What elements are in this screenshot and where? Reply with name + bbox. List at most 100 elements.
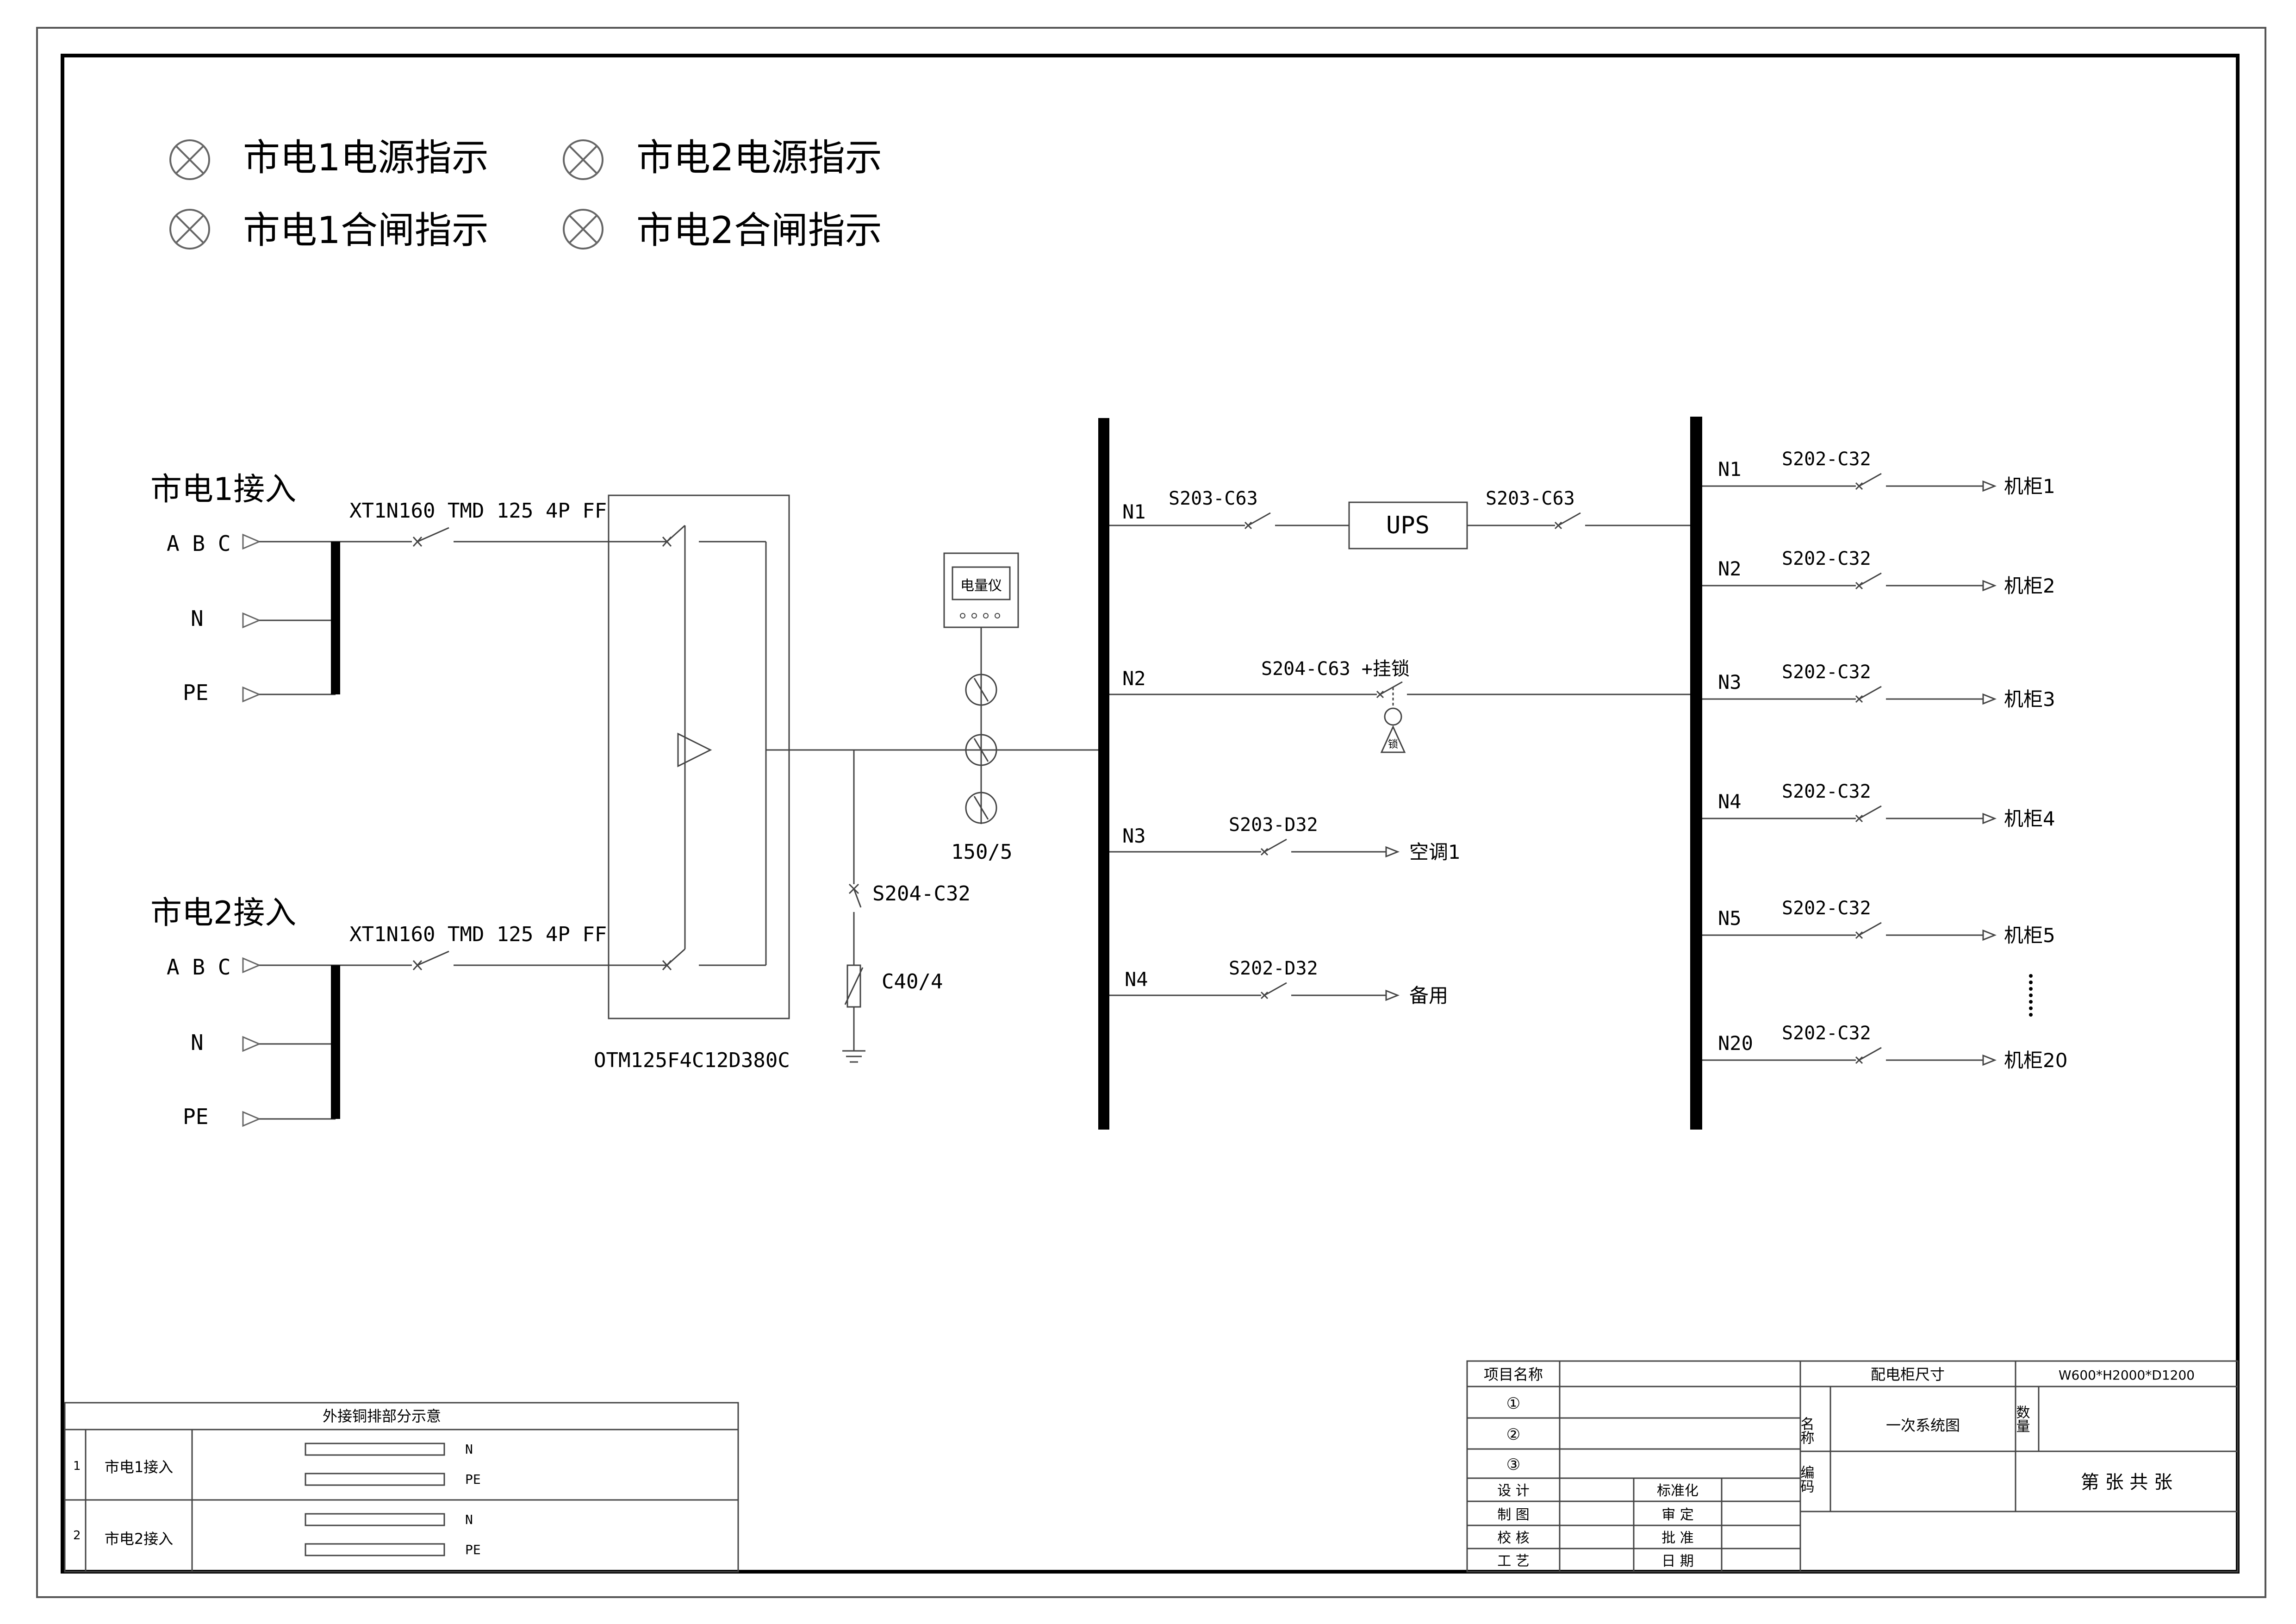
code-label: 编码 <box>1798 1465 1815 1493</box>
earth-label: PE <box>183 680 208 705</box>
row-number: 2 <box>73 1529 81 1543</box>
terminal-arrow-icon <box>242 612 261 629</box>
copper-bar <box>305 1443 445 1456</box>
lamp-icon <box>169 139 210 180</box>
circuit-breaker-label: S202-C32 <box>1782 662 1871 683</box>
interlock-triangle-icon <box>677 732 712 768</box>
check-label: 校 核 <box>1497 1530 1530 1546</box>
earth-label: PE <box>183 1104 208 1129</box>
load-label: 机柜4 <box>2004 807 2055 830</box>
lock-label: 锁 <box>1388 739 1398 750</box>
breaker-switch-icon <box>1260 838 1287 856</box>
copper-bar <box>305 1543 445 1556</box>
indicator-label: 市电2电源指示 <box>636 136 882 179</box>
ats-label: OTM125F4C12D380C <box>594 1049 790 1072</box>
review-label: 审 定 <box>1661 1507 1694 1523</box>
row-label: 市电1接入 <box>105 1458 173 1476</box>
phase-label: A B C <box>167 955 230 980</box>
indicator-label: 市电1电源指示 <box>243 136 489 179</box>
padlock-icon: 锁 <box>1380 687 1406 753</box>
breaker-label: XT1N160 TMD 125 4P FF <box>349 923 607 946</box>
breaker-switch-icon <box>412 527 666 547</box>
breaker-switch-icon <box>1855 686 1882 703</box>
surge-branch: S204-C32 C40/4 <box>842 750 971 1063</box>
circuit-id: N4 <box>1718 790 1742 813</box>
circuit-breaker-label: S202-D32 <box>1229 958 1318 979</box>
breaker-switch-icon <box>662 525 686 971</box>
qty-label: 数量 <box>2014 1405 2030 1433</box>
circuit-id: N2 <box>1718 557 1742 580</box>
circuit-id: N3 <box>1122 824 1146 847</box>
load-label: 机柜5 <box>2004 924 2055 947</box>
outlet-arrow-icon <box>1982 580 1997 592</box>
ats-switch: OTM125F4C12D380C <box>594 494 790 1072</box>
outlet-arrow-icon <box>1982 693 1997 705</box>
circuit-id: N4 <box>1125 968 1148 991</box>
breaker-switch-icon <box>1554 512 1581 530</box>
neutral-label: N <box>191 1030 204 1055</box>
load-label: 机柜2 <box>2004 575 2055 597</box>
circuit-id: N1 <box>1122 500 1146 523</box>
circuit-id: N2 <box>1122 667 1146 690</box>
outlet-arrow-icon <box>1982 480 1997 492</box>
bus1-circuits: N1 S203-C63 UPS S203-C63 N2 S204-C63 +挂锁 <box>1109 488 1690 1007</box>
electrical-drawing-sheet: 市电1电源指示 市电2电源指示 市电1合闸指示 市电2合闸指示 市电1接入 <box>36 27 2266 1598</box>
input-busbar <box>331 542 340 694</box>
outlet-arrow-icon <box>1385 989 1400 1001</box>
copper-bar <box>305 1513 445 1526</box>
load-label: 机柜20 <box>2004 1049 2067 1072</box>
load-label: 备用 <box>1409 984 1448 1007</box>
copper-bar-label: PE <box>465 1472 481 1487</box>
feeder-circuit: N4 S202-C32 机柜4 <box>1702 781 2055 830</box>
breaker-switch-icon <box>1855 1047 1882 1064</box>
inner-frame <box>61 54 2240 1574</box>
terminal-arrow-icon <box>242 686 261 703</box>
input-busbar <box>331 965 340 1119</box>
circuit-breaker-label: S202-C32 <box>1782 898 1871 919</box>
copper-bar <box>305 1473 445 1486</box>
name-label: 名称 <box>1798 1417 1815 1444</box>
meter-label: 电量仪 <box>960 578 1002 594</box>
project-label: 项目名称 <box>1484 1366 1543 1383</box>
indicator-label: 市电1合闸指示 <box>243 209 489 252</box>
circuit-breaker-label: S202-C32 <box>1782 548 1871 569</box>
input-label: 市电2接入 <box>150 895 296 931</box>
breaker-switch-icon <box>1855 805 1882 823</box>
outlet-arrow-icon <box>1982 812 1997 824</box>
circuit-id: N1 <box>1718 458 1742 481</box>
name-value: 一次系统图 <box>1886 1417 1960 1434</box>
copper-bar-label: N <box>465 1512 473 1527</box>
craft-label: 工 艺 <box>1497 1553 1530 1569</box>
circuit-id: N20 <box>1718 1032 1753 1055</box>
terminal-arrow-icon <box>242 533 261 550</box>
feeder-circuit: N2 S202-C32 机柜2 <box>1702 548 2055 597</box>
terminal-arrow-icon <box>242 1036 261 1052</box>
draw-label: 制 图 <box>1497 1507 1530 1523</box>
sheet-count: 第 张 共 张 <box>2081 1472 2172 1493</box>
circuit-breaker-label: S202-C32 <box>1782 449 1871 470</box>
breaker-switch-icon <box>1244 512 1271 530</box>
breaker-switch-icon <box>1260 982 1287 999</box>
approve-label: 批 准 <box>1661 1530 1694 1546</box>
spd-label: C40/4 <box>882 970 943 993</box>
neutral-label: N <box>191 606 204 631</box>
breaker-switch-icon <box>1376 681 1403 699</box>
breaker-switch-icon <box>1855 473 1882 490</box>
lamp-icon <box>169 209 210 250</box>
load-label: 空调1 <box>1409 841 1461 863</box>
copper-bar-label: PE <box>465 1542 481 1557</box>
indicator-legend: 市电1电源指示 市电2电源指示 市电1合闸指示 市电2合闸指示 <box>169 136 882 252</box>
circuit-breaker-label: S202-C32 <box>1782 781 1871 802</box>
outlet-arrow-icon <box>1385 846 1400 858</box>
lamp-icon <box>563 139 604 180</box>
breaker-label: XT1N160 TMD 125 4P FF <box>349 499 607 523</box>
outlet-arrow-icon <box>1982 929 1997 941</box>
circle-2: ② <box>1506 1425 1520 1444</box>
ct-ratio-label: 150/5 <box>951 840 1012 864</box>
row-number: 1 <box>73 1459 81 1473</box>
power-meter: 电量仪 150/5 <box>943 552 1019 864</box>
